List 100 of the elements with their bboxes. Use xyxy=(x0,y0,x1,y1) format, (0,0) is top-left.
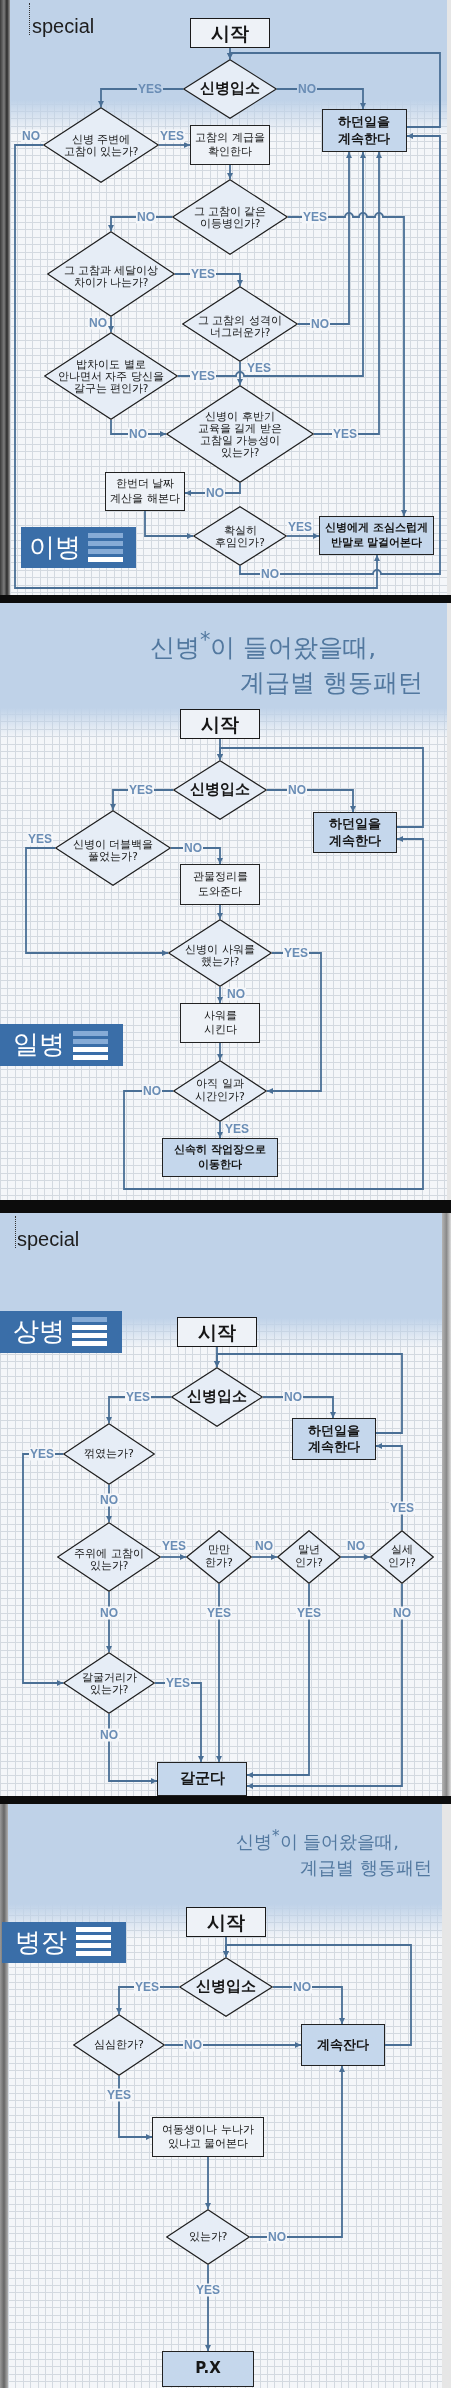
rank-label: 일병 xyxy=(13,1031,65,1058)
decision-diamond: 꺾였는가? xyxy=(63,1423,155,1485)
edge-label: NO xyxy=(254,1539,274,1553)
arrow xyxy=(205,2156,211,2210)
edge-label: NO xyxy=(292,1980,312,1994)
result-box: 하던일을 계속한다 xyxy=(322,109,407,152)
arrow xyxy=(205,2264,211,2352)
arrow xyxy=(227,164,233,180)
edge-label: YES xyxy=(134,1980,160,1994)
decision-diamond: 말년인가? xyxy=(277,1530,341,1584)
arrow xyxy=(276,88,366,110)
edge-label: NO xyxy=(99,1728,119,1742)
edge-label: YES xyxy=(296,1606,322,1620)
process-box: 관물정리를 도와준다 xyxy=(180,864,260,905)
edge-label: YES xyxy=(27,832,53,846)
arrow xyxy=(217,904,223,920)
edge-label: NO xyxy=(310,317,330,331)
arrow xyxy=(340,1554,371,1560)
result-box: 신병에게 조심스럽게 반말로 말걸어본다 xyxy=(319,516,434,555)
decision-diamond: 그 고참이 같은 이등병인가? xyxy=(172,179,288,255)
edge-label: NO xyxy=(136,210,156,224)
edge-label: NO xyxy=(99,1493,119,1507)
decision-diamond: 그 고참과 세달이상 차이가 나는가? xyxy=(47,231,175,317)
edge-label: YES xyxy=(125,1390,151,1404)
edge-label: NO xyxy=(297,82,317,96)
edge-label: YES xyxy=(389,1501,415,1515)
edge-label: NO xyxy=(183,2038,203,2052)
decision-diamond: 신병 주변에 고참이 있는가? xyxy=(43,107,159,183)
edge-label: YES xyxy=(195,2283,221,2297)
process-box: 고참의 계급을 확인한다 xyxy=(190,125,270,165)
arrow xyxy=(14,144,380,589)
result-box: 하던일을 계속한다 xyxy=(313,812,397,853)
decision-diamond: 신병입소 xyxy=(173,760,267,820)
arrow xyxy=(217,986,223,1004)
arrow xyxy=(287,212,407,517)
edge-label: NO xyxy=(283,1390,303,1404)
rank-label: 병장 xyxy=(15,1929,67,1955)
arrow xyxy=(108,316,114,333)
arrow xyxy=(237,361,243,386)
decision-diamond: 주위에 고참이 있는가? xyxy=(57,1522,161,1592)
edge-label: NO xyxy=(267,2230,287,2244)
decision-diamond: 만만한가? xyxy=(186,1530,252,1584)
rank-label: 상병 xyxy=(13,1318,65,1345)
result-box: 신속히 작업장으로 이동한다 xyxy=(162,1138,278,1177)
decision-diamond: 신병입소 xyxy=(179,1957,273,2017)
edge-label: YES xyxy=(287,520,313,534)
edge-label: NO xyxy=(205,486,225,500)
arrow xyxy=(106,1591,112,1653)
edge-label: NO xyxy=(128,427,148,441)
arrow xyxy=(246,1583,403,1789)
arrow xyxy=(217,747,424,828)
decision-diamond: 신병이 더블백을 풀었는가? xyxy=(55,810,171,886)
arrow xyxy=(217,1121,223,1139)
arrow xyxy=(217,1042,223,1061)
decision-diamond: 그 고참의 성격이 너그러운가? xyxy=(182,286,298,362)
arrow xyxy=(227,52,441,128)
edge-label: NO xyxy=(88,316,108,330)
edge-label: YES xyxy=(128,783,154,797)
edge-label: YES xyxy=(106,2088,132,2102)
edge-label: YES xyxy=(283,946,309,960)
arrow xyxy=(223,1944,412,2046)
rank-badge xyxy=(0,1024,123,1066)
arrow xyxy=(177,151,366,377)
decision-diamond: 신병이 사워를 했는가? xyxy=(168,919,272,987)
arrow xyxy=(160,1554,187,1560)
decision-diamond: 확실히 후임인가? xyxy=(193,506,287,566)
arrow xyxy=(22,1453,64,1686)
decision-diamond: 있는가? xyxy=(166,2209,250,2265)
edge-label: YES xyxy=(302,210,328,224)
edge-label: YES xyxy=(165,1676,191,1690)
decision-diamond: 신병입소 xyxy=(183,59,277,119)
edge-label: YES xyxy=(159,129,185,143)
page-title: 신병$^{*}$이 들어왔을때, 계급별 행동패턴 xyxy=(236,1826,433,1880)
decision-diamond: 실세인가? xyxy=(370,1530,434,1584)
section-tag: special xyxy=(32,16,95,36)
rank-label: 이병 xyxy=(29,534,81,560)
rank-badge xyxy=(2,1922,126,1963)
arrow xyxy=(249,2065,345,2238)
rank-badge xyxy=(0,1311,122,1353)
start-box: 시작 xyxy=(190,18,270,48)
result-box: 하던일을 계속한다 xyxy=(292,1418,376,1460)
arrow xyxy=(239,133,441,575)
rank-badge xyxy=(21,527,136,568)
edge-label: YES xyxy=(29,1447,55,1461)
edge-label: NO xyxy=(21,129,41,143)
decision-diamond: 밥차이도 별로 안나면서 자주 당신을 갈구는 편인가? xyxy=(44,332,178,420)
decision-diamond: 심심한가? xyxy=(73,2014,165,2076)
arrow xyxy=(164,2042,302,2048)
process-box: 사워를 시킨다 xyxy=(180,1003,260,1043)
edge-label: YES xyxy=(190,369,216,383)
arrow xyxy=(123,836,424,1190)
edge-label: YES xyxy=(332,427,358,441)
arrow xyxy=(297,151,352,325)
edge-label: NO xyxy=(346,1539,366,1553)
edge-label: YES xyxy=(206,1606,232,1620)
edge-label: NO xyxy=(392,1606,412,1620)
arrow xyxy=(214,1353,403,1434)
edge-label: YES xyxy=(137,82,163,96)
result-box: 갈군다 xyxy=(157,1762,247,1796)
arrow xyxy=(251,1554,278,1560)
